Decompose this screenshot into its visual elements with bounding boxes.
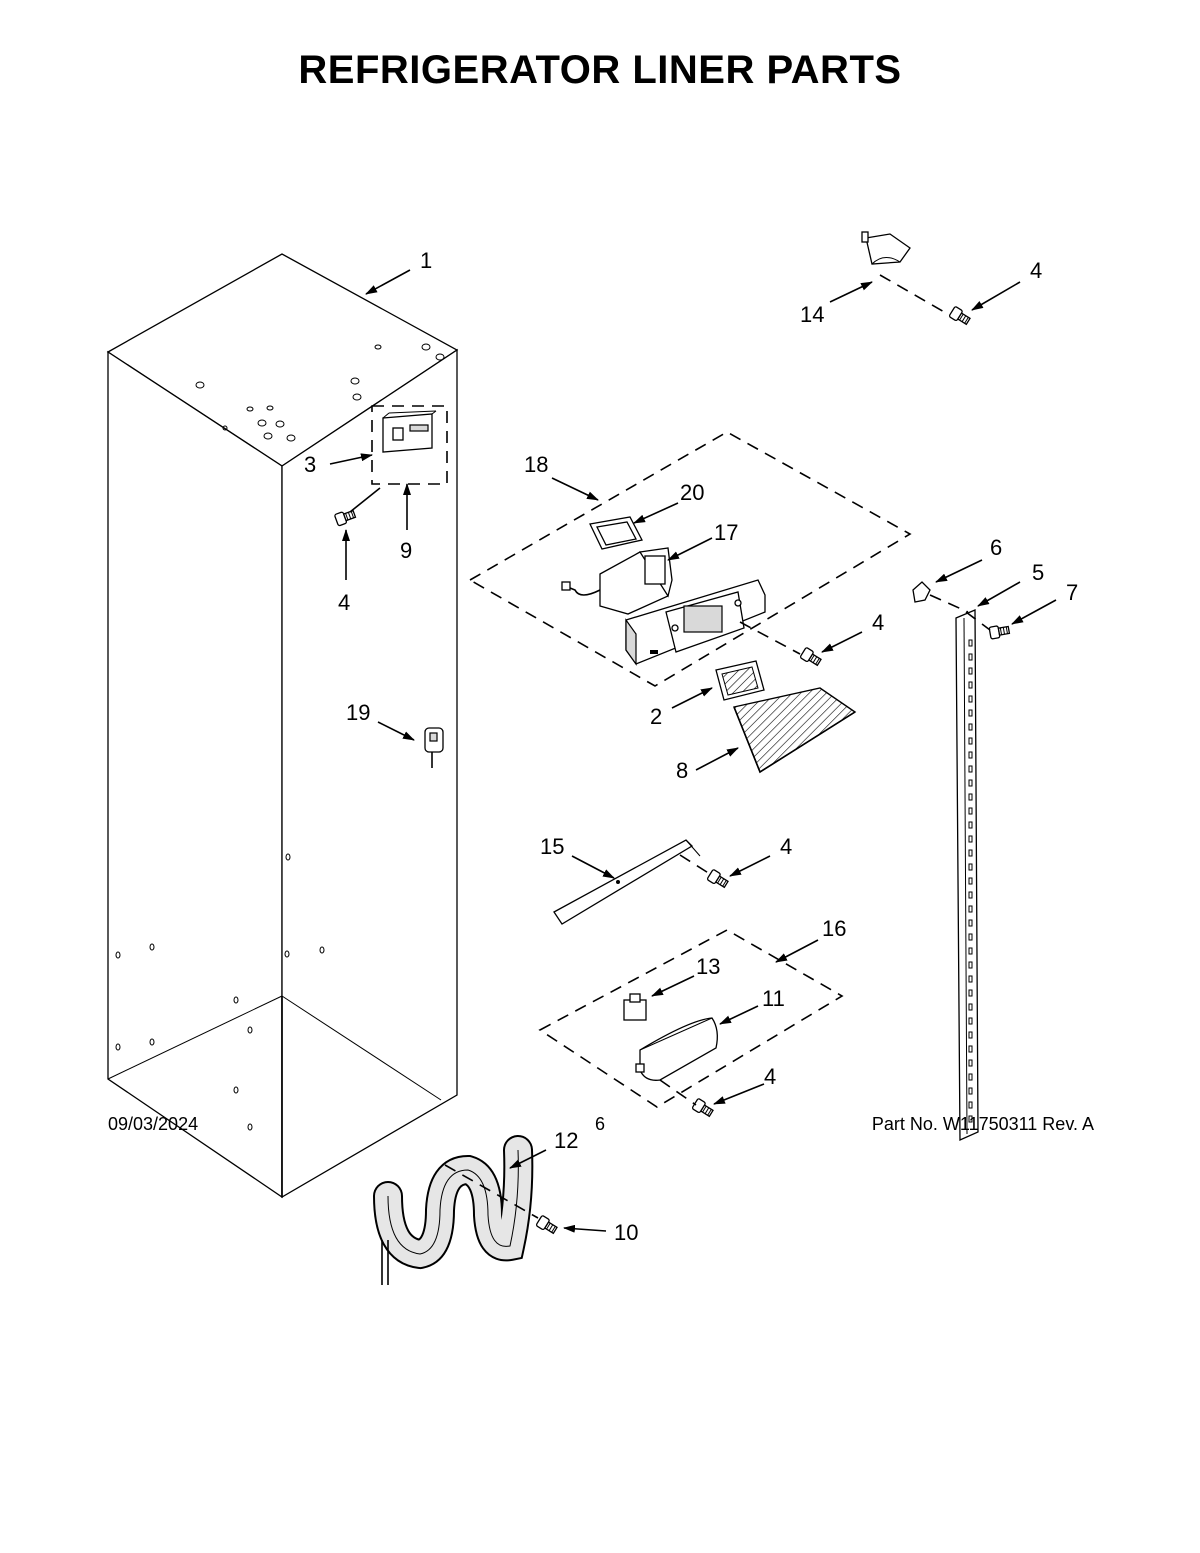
rail-slot — [968, 1003, 973, 1011]
footer-date: 09/03/2024 — [108, 1114, 199, 1134]
rail-slot — [968, 779, 973, 787]
rail-slot — [968, 737, 973, 745]
rail-slot — [968, 905, 973, 913]
callout-1: 1 — [420, 248, 432, 273]
light-module — [561, 547, 673, 615]
rail-slot — [968, 793, 973, 801]
thermistor — [575, 993, 647, 1048]
rail-slot — [968, 681, 973, 689]
thermistor-cover — [635, 1017, 718, 1081]
callout-4: 4 — [1030, 258, 1042, 283]
callout-18: 18 — [524, 452, 548, 477]
page-title: REFRIGERATOR LINER PARTS — [298, 48, 902, 92]
callout-2: 2 — [650, 704, 662, 729]
rail-slot — [968, 989, 973, 997]
rail-slot — [968, 961, 973, 969]
rail-slot — [968, 751, 973, 759]
rail-slot — [968, 975, 973, 983]
rail-slot — [968, 1115, 973, 1123]
trim-strip — [553, 839, 711, 925]
bracket — [861, 231, 947, 314]
callout-16: 16 — [822, 916, 846, 941]
callout-8: 8 — [676, 758, 688, 783]
callout-9: 9 — [400, 538, 412, 563]
rail-slot — [968, 849, 973, 857]
callout-13: 13 — [696, 954, 720, 979]
rail-slot — [968, 919, 973, 927]
callout-4: 4 — [872, 610, 884, 635]
callout-15: 15 — [540, 834, 564, 859]
rail-slot — [968, 709, 973, 717]
rail-slot — [968, 821, 973, 829]
callout-3: 3 — [304, 452, 316, 477]
screw — [948, 305, 973, 328]
rail-slot — [968, 653, 973, 661]
rail-slot — [968, 1073, 973, 1081]
callout-12: 12 — [554, 1128, 578, 1153]
callout-4: 4 — [780, 834, 792, 859]
callout-6: 6 — [990, 535, 1002, 560]
shelf-rail — [912, 581, 979, 1141]
rail-slot — [968, 891, 973, 899]
liner-cabinet — [106, 253, 459, 1199]
callout-17: 17 — [714, 520, 738, 545]
rail-slot — [968, 1017, 973, 1025]
control-housing — [625, 579, 766, 666]
rail-slot — [968, 1101, 973, 1109]
rail-slot — [968, 639, 973, 647]
rail-slot — [968, 667, 973, 675]
rail-slot — [968, 723, 973, 731]
callout-4: 4 — [338, 590, 350, 615]
callout-14: 14 — [800, 302, 824, 327]
filter — [715, 660, 765, 701]
rail-slot — [968, 933, 973, 941]
screw — [706, 868, 731, 891]
rail-slot — [968, 1087, 973, 1095]
assembly-group-16 — [538, 929, 844, 1108]
screw — [988, 623, 1011, 640]
callout-4: 4 — [764, 1064, 776, 1089]
screw — [535, 1214, 560, 1237]
rail-slot — [968, 807, 973, 815]
gasket — [589, 516, 643, 550]
rail-slot — [968, 947, 973, 955]
footer-page-number: 6 — [594, 1114, 605, 1134]
callout-10: 10 — [614, 1220, 638, 1245]
assembly-group-18 — [468, 431, 912, 687]
filter-cover — [733, 687, 857, 774]
evaporator-coil — [373, 1127, 539, 1285]
rail-slot — [968, 1031, 973, 1039]
callout-5: 5 — [1032, 560, 1044, 585]
rail-slot — [968, 877, 973, 885]
screw — [799, 646, 824, 669]
rail-slot — [968, 1045, 973, 1053]
rail-slot — [968, 695, 973, 703]
footer-part-number: Part No. W11750311 Rev. A — [871, 1114, 1094, 1134]
callout-20: 20 — [680, 480, 704, 505]
callout-19: 19 — [346, 700, 370, 725]
rail-slot — [968, 1059, 973, 1067]
rail-slot — [968, 765, 973, 773]
callout-11: 11 — [762, 986, 785, 1011]
callout-7: 7 — [1066, 580, 1078, 605]
rail-slot — [968, 835, 973, 843]
rail-slot — [968, 863, 973, 871]
sensor — [424, 727, 444, 768]
